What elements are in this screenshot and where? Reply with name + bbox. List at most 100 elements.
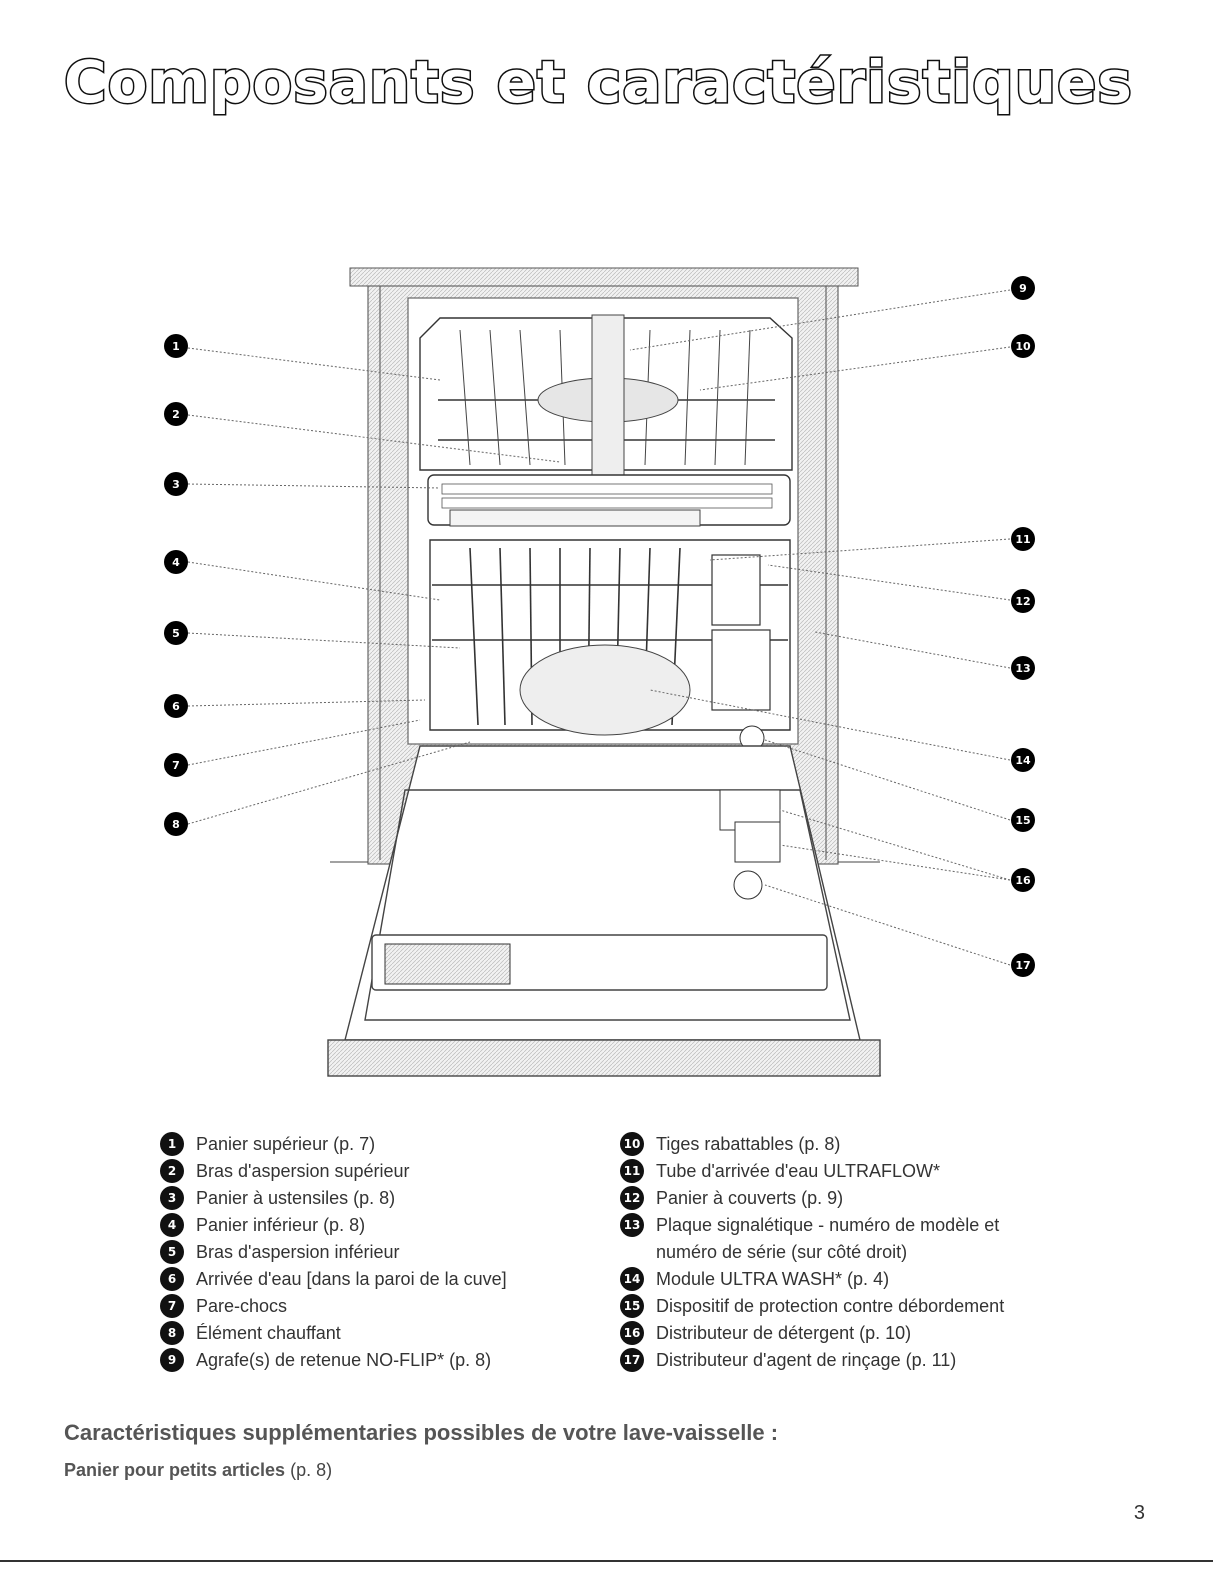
number-badge: 12 <box>620 1186 644 1210</box>
legend-item: 16 Distributeur de détergent (p. 10) <box>620 1320 1060 1347</box>
legend-text: Panier à ustensiles (p. 8) <box>196 1188 396 1208</box>
legend-text: Élément chauffant <box>196 1323 341 1343</box>
svg-text:3: 3 <box>172 478 180 491</box>
svg-text:12: 12 <box>1015 595 1030 608</box>
callout-14: 14 <box>1011 748 1035 772</box>
legend-item: 17 Distributeur d'agent de rinçage (p. 11… <box>620 1347 1060 1374</box>
legend-item: 6 Arrivée d'eau [dans la paroi de la cuve… <box>160 1266 600 1293</box>
legend-text: Distributeur d'agent de rinçage (p. 11) <box>656 1350 957 1370</box>
legend-text: Module ULTRA WASH* (p. 4) <box>656 1269 890 1289</box>
legend-text: Panier inférieur (p. 8) <box>196 1215 366 1235</box>
legend-text: Arrivée d'eau [dans la paroi de la cuve] <box>196 1269 507 1289</box>
svg-text:14: 14 <box>1015 754 1031 767</box>
legend-text: Tiges rabattables (p. 8) <box>656 1134 841 1154</box>
page-title: Composants et caractéristiques <box>63 47 1134 118</box>
extras-heading: Caractéristiques supplémentaries possibl… <box>64 1420 779 1445</box>
legend-text: Distributeur de détergent (p. 10) <box>656 1323 912 1343</box>
leader-lines <box>187 289 1011 966</box>
number-badge: 11 <box>620 1159 644 1183</box>
legend-item: 5 Bras d'aspersion inférieur <box>160 1239 600 1266</box>
svg-text:11: 11 <box>1015 533 1030 546</box>
number-badge: 7 <box>160 1294 184 1318</box>
callout-6: 6 <box>164 694 188 718</box>
legend-item: 9 Agrafe(s) de retenue NO-FLIP* (p. 8) <box>160 1347 600 1374</box>
number-badge: 15 <box>620 1294 644 1318</box>
legend-item: 4 Panier inférieur (p. 8) <box>160 1212 600 1239</box>
legend-text: Tube d'arrivée d'eau ULTRAFLOW* <box>656 1161 940 1181</box>
page-number: 3 <box>1133 1502 1145 1524</box>
svg-text:15: 15 <box>1015 814 1030 827</box>
detergent-dispenser <box>719 789 781 863</box>
legend-item: 1 Panier supérieur (p. 7) <box>160 1131 600 1158</box>
callout-8: 8 <box>164 812 188 836</box>
svg-text:10: 10 <box>1015 340 1031 353</box>
legend-item: 3 Panier à ustensiles (p. 8) <box>160 1185 600 1212</box>
callout-3: 3 <box>164 472 188 496</box>
legend-text: Dispositif de protection contre débordem… <box>656 1296 1005 1316</box>
legend-text: Bras d'aspersion supérieur <box>196 1161 410 1181</box>
callout-9: 9 <box>1011 276 1035 300</box>
silverware-basket <box>711 554 771 711</box>
number-badge: 1 <box>160 1132 184 1156</box>
number-badge: 6 <box>160 1267 184 1291</box>
legend-item: 11 Tube d'arrivée d'eau ULTRAFLOW* <box>620 1158 1060 1185</box>
legend-item: 10 Tiges rabattables (p. 8) <box>620 1131 1060 1158</box>
legend-text: Panier à couverts (p. 9) <box>656 1188 844 1208</box>
callout-11: 11 <box>1011 527 1035 551</box>
number-badge: 13 <box>620 1213 644 1237</box>
extras-item-name: Panier pour petits articles <box>64 1460 286 1480</box>
callout-1: 1 <box>164 334 188 358</box>
number-badge: 10 <box>620 1132 644 1156</box>
callout-13: 13 <box>1011 656 1035 680</box>
number-badge: 2 <box>160 1159 184 1183</box>
legend-text: Bras d'aspersion inférieur <box>196 1242 400 1262</box>
dishwasher-diagram: 1 2 3 4 5 6 7 8 9 10 11 12 13 14 15 16 1… <box>164 267 1035 1077</box>
door <box>327 745 882 1077</box>
legend-text: Pare-chocs <box>196 1296 288 1316</box>
svg-text:7: 7 <box>172 759 180 772</box>
callout-2: 2 <box>164 402 188 426</box>
callout-12: 12 <box>1011 589 1035 613</box>
callout-4: 4 <box>164 550 188 574</box>
svg-text:2: 2 <box>172 408 180 421</box>
extras-item: Panier pour petits articles (p. 8) <box>64 1460 332 1481</box>
countertop <box>349 267 859 287</box>
legend-item: 8 Élément chauffant <box>160 1320 600 1347</box>
legend-item: 7 Pare-chocs <box>160 1293 600 1320</box>
svg-text:4: 4 <box>172 556 180 569</box>
number-badge: 17 <box>620 1348 644 1372</box>
legend-item: 15 Dispositif de protection contre débord… <box>620 1293 1060 1320</box>
callout-7: 7 <box>164 753 188 777</box>
number-badge: 9 <box>160 1348 184 1372</box>
bottom-rule <box>0 1560 1213 1562</box>
door-vent <box>384 943 511 985</box>
svg-text:13: 13 <box>1015 662 1030 675</box>
svg-text:9: 9 <box>1019 282 1027 295</box>
legend-item: 14 Module ULTRA WASH* (p. 4) <box>620 1266 1060 1293</box>
legend-item: 13 Plaque signalétique - numéro de modèle… <box>620 1212 1060 1266</box>
legend-text: Panier supérieur (p. 7) <box>196 1134 376 1154</box>
legend-item: 12 Panier à couverts (p. 9) <box>620 1185 1060 1212</box>
callout-10: 10 <box>1011 334 1035 358</box>
number-badge: 5 <box>160 1240 184 1264</box>
legend-text: Plaque signalétique - numéro de modèle e… <box>656 1215 1000 1262</box>
rinse-aid-dispenser <box>733 870 763 900</box>
utensil-basket <box>427 474 791 527</box>
svg-text:8: 8 <box>172 818 180 831</box>
number-badge: 8 <box>160 1321 184 1345</box>
number-badge: 3 <box>160 1186 184 1210</box>
number-badge: 14 <box>620 1267 644 1291</box>
legend-text: Agrafe(s) de retenue NO-FLIP* (p. 8) <box>196 1350 492 1370</box>
number-badge: 16 <box>620 1321 644 1345</box>
callout-15: 15 <box>1011 808 1035 832</box>
extras-item-ref: (p. 8) <box>290 1460 333 1480</box>
callout-16: 16 <box>1011 868 1035 892</box>
svg-text:1: 1 <box>172 340 180 353</box>
svg-text:17: 17 <box>1015 959 1030 972</box>
number-badge: 4 <box>160 1213 184 1237</box>
svg-text:6: 6 <box>172 700 180 713</box>
legend-right: 10 Tiges rabattables (p. 8) 11 Tube d'arri… <box>620 1131 1060 1374</box>
callout-5: 5 <box>164 621 188 645</box>
lower-spray-arm <box>519 644 691 736</box>
